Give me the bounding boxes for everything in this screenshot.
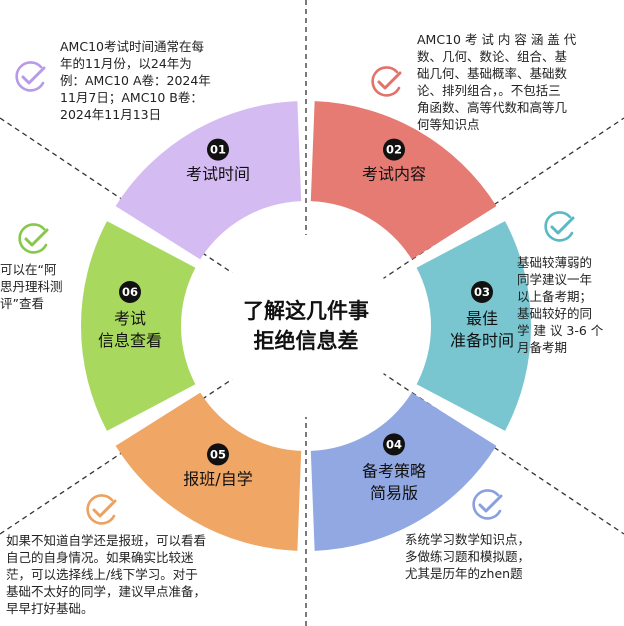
note-04: 系统学习数学知识点， 多做练习题和模拟题， 尤其是历年的zhen题 (405, 531, 530, 582)
note-line: 评”查看 (0, 296, 44, 311)
note-02: AMC10 考 试 内 容 涵 盖 代 数、几何、数论、组合、基 础几何、基础概… (417, 31, 576, 133)
note-line: 系统学习数学知识点， (405, 532, 531, 547)
segment-title: 备考策略 (362, 461, 426, 480)
number-badge (207, 138, 229, 161)
segment-title: 最佳 (466, 309, 498, 328)
check-icon (371, 66, 402, 97)
segment-number: 02 (386, 143, 402, 157)
segment-shape (115, 101, 302, 260)
check-icon-ring (544, 211, 574, 242)
segment-title: 准备时间 (450, 331, 514, 350)
center-title-line1: 了解这几件事 (243, 299, 369, 323)
note-line: 基础较好的同 (517, 306, 593, 321)
check-icon-ring (371, 66, 401, 97)
check-icon-mark (377, 71, 402, 90)
number-badge (383, 433, 405, 456)
segment-05: 05 报班/自学 (115, 392, 302, 551)
note-line: 何等知识点 (417, 117, 480, 132)
center-hub: 了解这几件事 拒绝信息差 (215, 235, 397, 417)
check-icon-mark (21, 66, 46, 85)
number-badge (383, 138, 405, 161)
number-badge (207, 443, 229, 466)
note-line: 基础较薄弱的 (517, 255, 593, 270)
segment-title: 考试时间 (186, 165, 250, 184)
note-line: AMC10 考 试 内 容 涵 盖 代 (417, 32, 577, 47)
note-05: 如果不知道自学还是报班，可以看看 自己的自身情况。如果确实比较迷 茫，可以选择线… (6, 532, 206, 617)
check-icon-ring (15, 61, 45, 92)
note-06: 可以在“阿 思丹理科测 评”查看 (0, 261, 63, 312)
check-icon (472, 489, 503, 520)
note-line: 础几何、基础概率、基础数 (417, 66, 568, 81)
segment-shape (310, 392, 497, 551)
note-line: 例：AMC10 A卷：2024年 (60, 73, 211, 88)
segment-title: 考试内容 (362, 165, 426, 184)
note-line: 茫，可以选择线上/线下学习。对于 (6, 567, 198, 582)
segment-number: 01 (210, 143, 226, 157)
check-icons (15, 61, 575, 525)
segment-title: 信息查看 (98, 331, 162, 350)
segment-number: 03 (474, 285, 490, 299)
check-icon-ring (86, 494, 116, 525)
note-line: 思丹理科测 (0, 279, 63, 294)
note-line: 以上备考期； (517, 289, 593, 304)
segment-title: 考试 (114, 309, 146, 328)
segment-title: 报班/自学 (183, 469, 252, 488)
segment-number: 04 (386, 437, 402, 451)
note-line: 如果不知道自学还是报班，可以看看 (6, 533, 207, 548)
check-icon-mark (92, 499, 117, 518)
segment-02: 02 考试内容 (310, 101, 497, 260)
note-line: 尤其是历年的zhen题 (405, 566, 523, 581)
note-03: 基础较薄弱的 同学建议一年 以上备考期； 基础较好的同 学 建 议 3-6 个 … (517, 254, 603, 356)
check-icon-mark (550, 216, 575, 235)
check-icon-mark (24, 228, 49, 247)
check-icon-mark (478, 494, 503, 513)
center-title-line2: 拒绝信息差 (254, 329, 359, 353)
number-badge (119, 281, 141, 303)
segment-shape (416, 221, 531, 431)
note-line: 论、排列组合，。不包括三 (417, 83, 561, 98)
segment-01: 01 考试时间 (115, 101, 302, 260)
note-line: 学 建 议 3-6 个 (517, 323, 604, 338)
center-circle (215, 235, 397, 417)
note-line: 可以在“阿 (0, 262, 57, 277)
note-line: 早早打好基础。 (6, 601, 94, 616)
note-line: 11月7日；AMC10 B卷： (60, 90, 203, 105)
note-line: 同学建议一年 (517, 272, 593, 287)
note-line: 2024年11月13日 (60, 107, 162, 122)
segment-shape (310, 101, 497, 260)
check-icon-ring (18, 223, 48, 254)
check-icon (86, 494, 117, 525)
segment-shape (115, 392, 302, 551)
segment-title: 简易版 (370, 483, 418, 502)
note-line: 角函数、高等代数和高等几 (417, 100, 568, 115)
note-line: 多做练习题和模拟题， (405, 549, 531, 564)
divider-line (0, 117, 624, 535)
note-01: AMC10考试时间通常在每 年的11月份，以24年为 例：AMC10 A卷：20… (60, 38, 211, 123)
segment-number: 06 (122, 285, 138, 299)
segment-number: 05 (210, 447, 226, 461)
divider-line (0, 117, 624, 535)
note-line: 自己的自身情况。如果确实比较迷 (6, 550, 194, 565)
check-icon (15, 61, 46, 92)
check-icon-ring (472, 489, 502, 520)
check-icon (544, 211, 575, 242)
number-badge (471, 281, 493, 303)
check-icon (18, 223, 49, 254)
note-line: 年的11月份，以24年为 (60, 56, 192, 71)
note-line: 基础不太好的同学，建议早点准备， (6, 584, 207, 599)
segment-shape (81, 221, 196, 431)
note-line: 月备考期 (517, 340, 568, 355)
note-line: 数、几何、数论、组合、基 (417, 49, 568, 64)
note-line: AMC10考试时间通常在每 (60, 39, 204, 54)
